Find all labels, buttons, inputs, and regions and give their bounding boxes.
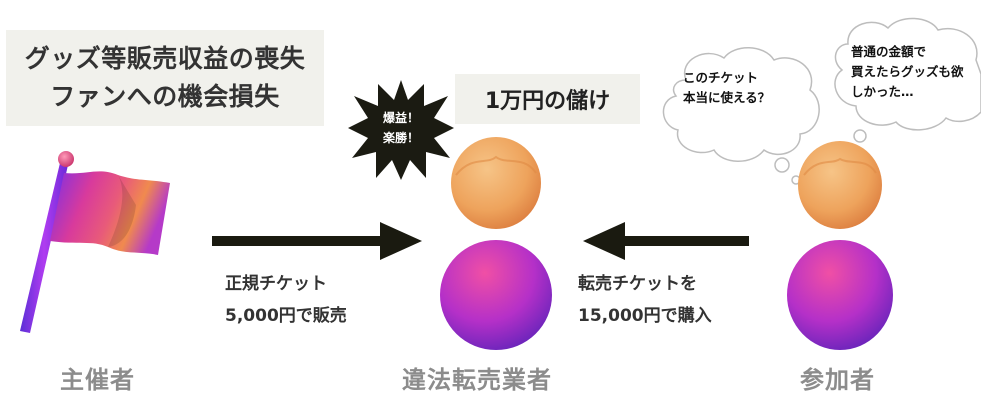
role-organizer: 主催者	[60, 366, 135, 394]
burst-shape	[348, 80, 454, 180]
burst-line-2: 楽勝！	[382, 131, 419, 145]
official-sale-label: 正規チケット 5,000円で販売	[225, 268, 347, 332]
thought-bubble-1	[662, 47, 820, 185]
resale-purchase-label: 転売チケットを 15,000円で購入	[578, 268, 712, 332]
role-scalper: 違法転売業者	[402, 366, 552, 394]
official-sale-line-2: 5,000円で販売	[225, 306, 347, 326]
thought-1-text: このチケット 本当に使える？	[683, 68, 770, 108]
person-icon	[440, 137, 552, 350]
profit-text: 1万円の儲け	[484, 89, 611, 114]
thought-2-text: 普通の金額で 買えたらグッズも欲 しかった…	[851, 42, 964, 102]
organizer-loss-line-1: グッズ等販売収益の喪失	[24, 44, 306, 73]
thought-2-line-3: しかった…	[851, 84, 914, 99]
thought-1-line-1: このチケット	[683, 70, 759, 85]
person-icon	[787, 141, 893, 350]
arrow-resale-purchase	[583, 222, 749, 260]
organizer-loss-box: グッズ等販売収益の喪失 ファンへの機会損失	[6, 30, 324, 126]
thought-1-line-2: 本当に使える？	[683, 90, 771, 105]
resale-purchase-line-2: 15,000円で購入	[578, 306, 712, 326]
thought-2-line-2: 買えたらグッズも欲	[851, 64, 964, 79]
arrow-official-sale	[212, 222, 422, 260]
thought-2-line-1: 普通の金額で	[851, 44, 927, 59]
burst-text: 爆益！ 楽勝！	[370, 108, 432, 148]
role-participant: 参加者	[800, 366, 875, 394]
organizer-loss-line-2: ファンへの機会損失	[50, 82, 280, 111]
official-sale-line-1: 正規チケット	[225, 274, 327, 294]
profit-box: 1万円の儲け	[455, 74, 640, 124]
burst-line-1: 爆益！	[382, 111, 419, 125]
resale-purchase-line-1: 転売チケットを	[578, 274, 697, 294]
thought-bubble-2	[834, 17, 981, 157]
flag-icon	[20, 151, 170, 333]
